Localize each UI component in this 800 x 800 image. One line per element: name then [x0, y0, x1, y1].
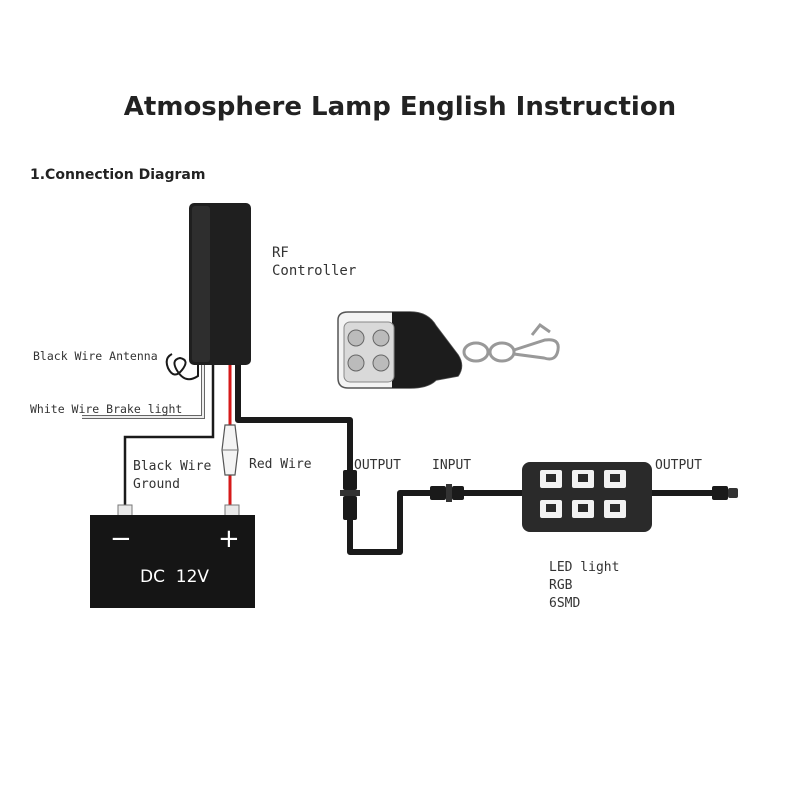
brake-wire-label: White Wire Brake light: [30, 402, 183, 416]
output-left-label: OUTPUT: [354, 458, 401, 473]
led-chip: [578, 504, 588, 512]
led-chip: [610, 474, 620, 482]
fuse-holder: [221, 424, 239, 476]
led-chip: [546, 474, 556, 482]
led-label-line3: 6SMD: [549, 596, 581, 611]
controller-label: Controller: [272, 263, 357, 279]
led-label-line1: LED light: [549, 560, 620, 575]
page-title: Atmosphere Lamp English Instruction: [123, 92, 677, 122]
rf-controller-box: [189, 203, 251, 365]
section-heading: 1.Connection Diagram: [30, 167, 206, 183]
output-cable-lower: [347, 490, 430, 555]
output-connector-right: [712, 486, 738, 500]
antenna-wire-label: Black Wire Antenna: [33, 349, 158, 363]
output-cable: [235, 362, 353, 470]
battery-voltage: DC 12V: [140, 567, 210, 587]
led-chip: [610, 504, 620, 512]
antenna-wire: [165, 353, 199, 381]
output-connector-left: [340, 470, 360, 520]
input-label: INPUT: [432, 458, 472, 473]
battery-plus: +: [218, 524, 240, 554]
led-module: [522, 462, 652, 532]
battery: [90, 504, 255, 608]
rf-label: RF: [272, 245, 289, 261]
output-right-label: OUTPUT: [655, 458, 702, 473]
led-chip: [578, 474, 588, 482]
ground-wire-label: Black Wire: [133, 459, 212, 474]
ground-label: Ground: [133, 477, 180, 492]
led-label-line2: RGB: [549, 578, 573, 593]
input-connector: [430, 484, 464, 502]
remote-fob: [337, 311, 560, 389]
red-wire-label: Red Wire: [249, 457, 312, 472]
battery-minus: −: [110, 524, 132, 554]
black-ground-wire: [123, 365, 215, 510]
led-chip: [546, 504, 556, 512]
